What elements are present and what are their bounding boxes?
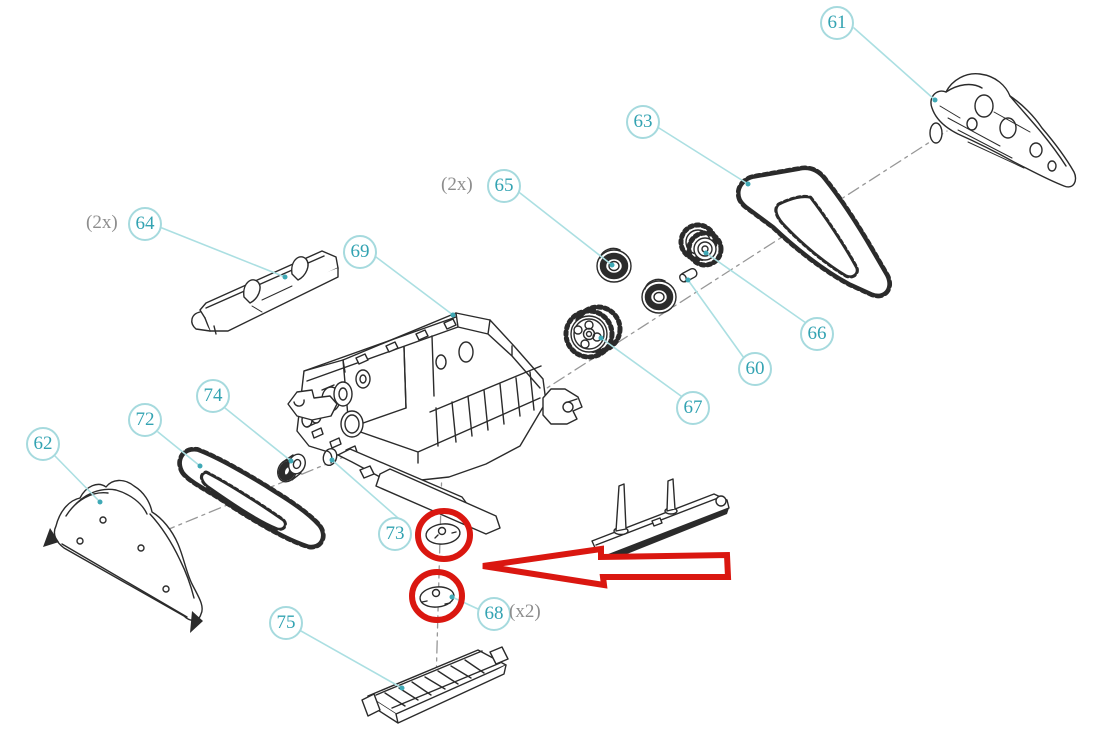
callout-66: 66 <box>800 317 834 351</box>
callout-73-number: 73 <box>385 523 405 544</box>
callout-60: 60 <box>738 352 772 386</box>
part-grommet-68 <box>419 586 455 608</box>
part-track-upper <box>735 165 893 299</box>
callout-74-number: 74 <box>203 385 223 406</box>
part-bearing-ring-b <box>641 278 677 314</box>
highlight-circle-68 <box>409 569 465 623</box>
callout-68: 68 <box>477 597 511 631</box>
part-brush-bar <box>191 250 339 335</box>
highlight-circle-73 <box>415 508 473 562</box>
callout-67: 67 <box>676 391 710 425</box>
callout-62: 62 <box>26 427 60 461</box>
red-arrow-icon <box>482 545 732 589</box>
quantity-label-68: (x2) <box>509 601 541 622</box>
callout-73: 73 <box>378 517 412 551</box>
callout-69-number: 69 <box>350 241 370 262</box>
leader-lines <box>54 27 938 691</box>
callout-67-number: 67 <box>683 397 703 418</box>
callout-75: 75 <box>269 606 303 640</box>
part-sprocket <box>678 222 724 268</box>
part-bearing-ring-a <box>596 247 632 283</box>
callout-61: 61 <box>820 6 854 40</box>
callout-61-number: 61 <box>827 12 847 33</box>
part-grommet-73 <box>425 523 461 545</box>
highlight-annotations <box>409 508 732 623</box>
callout-63: 63 <box>626 105 660 139</box>
callout-65: 65 <box>487 169 521 203</box>
callout-62-number: 62 <box>33 433 53 454</box>
callout-72: 72 <box>128 403 162 437</box>
part-side-panel-right <box>929 73 1077 188</box>
callout-75-number: 75 <box>276 612 296 633</box>
quantity-label-65: (2x) <box>441 174 473 195</box>
part-gear-wheel <box>563 304 623 360</box>
part-chassis <box>287 312 583 535</box>
callout-60-number: 60 <box>745 358 765 379</box>
callout-69: 69 <box>343 235 377 269</box>
callout-64-number: 64 <box>135 213 155 234</box>
part-side-cover-left <box>43 479 203 633</box>
part-pin <box>679 267 698 283</box>
callout-63-number: 63 <box>633 111 653 132</box>
quantity-label-64: (2x) <box>86 212 118 233</box>
part-track-lower <box>177 446 326 550</box>
callout-64: 64 <box>128 207 162 241</box>
part-bottom-plate <box>361 646 509 724</box>
callout-65-number: 65 <box>494 175 514 196</box>
part-bushing <box>277 453 306 483</box>
callout-74: 74 <box>196 379 230 413</box>
callout-66-number: 66 <box>807 323 827 344</box>
callout-68-number: 68 <box>484 603 504 624</box>
part-brush-strip <box>591 478 730 562</box>
callout-72-number: 72 <box>135 409 155 430</box>
